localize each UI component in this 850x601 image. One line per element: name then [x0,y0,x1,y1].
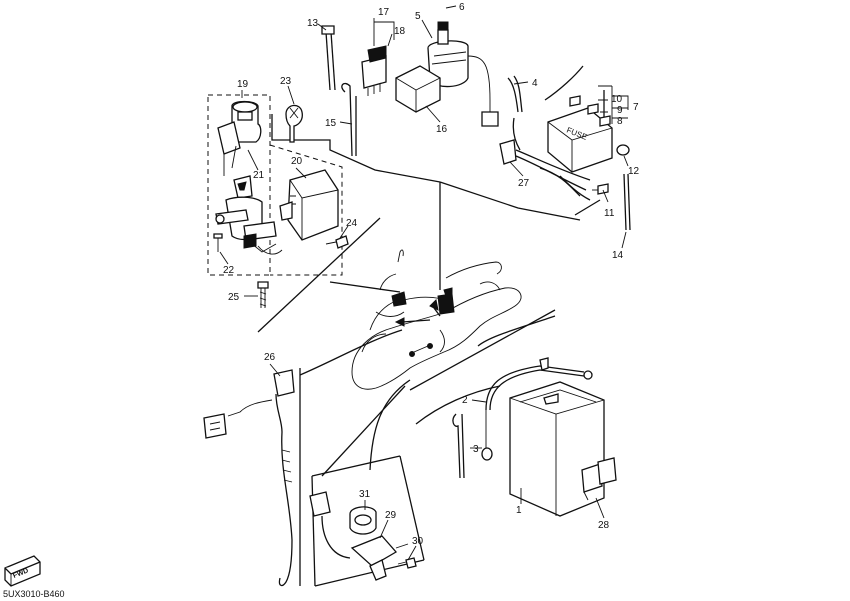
callout-6: 6 [459,2,465,13]
callout-19: 19 [237,79,249,90]
fwd-badge: FWD [4,555,41,587]
callout-14: 14 [612,250,624,261]
callout-15: 15 [325,118,337,129]
callout-1: 1 [516,505,522,516]
harness-connector [203,413,227,439]
switch-connector [309,491,331,517]
callout-leaders [219,5,629,561]
callout-5: 5 [415,11,421,22]
callout-23: 23 [280,76,292,87]
ignition-key [285,104,303,143]
leader-lines [257,65,605,477]
callout-2: 2 [462,395,468,406]
callout-7: 7 [633,102,639,113]
diagram-code: 5UX3010-B460 [3,589,65,599]
callout-13: 13 [307,18,319,29]
callout-12: 12 [628,166,640,177]
callout-18: 18 [394,26,406,37]
callout-25: 25 [228,292,240,303]
relay-28 [581,463,603,493]
switch-29 [350,535,398,567]
battery [509,381,605,517]
relay-group [321,21,499,157]
callout-10: 10 [611,94,623,105]
sidestand-switch-group [309,455,425,587]
callout-22: 22 [223,265,235,276]
motorcycle-outline [351,249,522,390]
callout-9: 9 [617,105,623,116]
callout-31: 31 [359,489,371,500]
ignition-switch-group [207,94,343,276]
fuse-box-group: FUSE [499,75,631,231]
callout-28: 28 [598,520,610,531]
callout-17: 17 [378,7,390,18]
callout-3: 3 [473,444,479,455]
callout-numbers: 1 2 3 4 5 6 7 8 9 10 11 12 13 14 15 16 1… [223,2,640,547]
battery-group [452,357,617,517]
ignition-group-dashed-frame [207,94,271,276]
harness-coupler [273,369,295,397]
connector-27 [499,139,517,165]
callout-11: 11 [604,208,615,219]
callout-4: 4 [532,78,538,89]
control-unit-box [287,169,339,241]
callout-21: 21 [253,170,265,181]
callout-16: 16 [436,124,448,135]
callout-30: 30 [412,536,424,547]
callout-29: 29 [385,510,397,521]
callout-26: 26 [264,352,276,363]
callout-8: 8 [617,116,623,127]
callout-27: 27 [518,178,530,189]
control-unit-group [257,169,349,308]
callout-24: 24 [346,218,358,229]
callout-20: 20 [291,156,303,167]
wire-harness-group [203,368,301,587]
